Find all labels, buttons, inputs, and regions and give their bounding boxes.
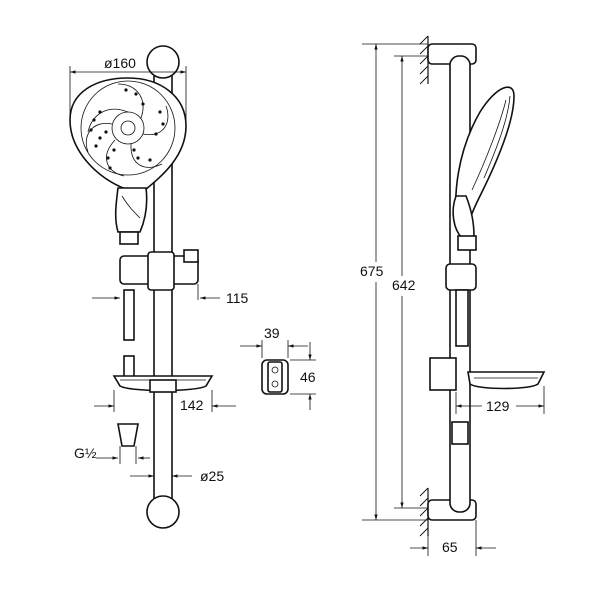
wall-hatch-bottom bbox=[419, 487, 429, 537]
dim-rail-diameter: ø25 bbox=[200, 468, 224, 484]
hose-upper bbox=[123, 289, 135, 341]
dim-bracket-height: 46 bbox=[300, 369, 316, 385]
dim-mount-distance: 642 bbox=[392, 277, 416, 293]
dim-slider-offset: 115 bbox=[226, 290, 249, 306]
soap-dish-side bbox=[467, 371, 546, 390]
hose-connector bbox=[117, 423, 139, 447]
rail-top-cap bbox=[146, 45, 180, 79]
rail-bottom-cap bbox=[146, 495, 180, 529]
shower-head bbox=[69, 77, 187, 245]
dim-head-diameter: ø160 bbox=[104, 55, 136, 71]
dim-total-height: 675 bbox=[360, 263, 384, 279]
shower-head-side bbox=[452, 86, 515, 251]
dim-soap-dish: 142 bbox=[180, 397, 204, 413]
nozzle-dots bbox=[89, 88, 165, 170]
dim-wall-offset: 65 bbox=[442, 539, 458, 555]
bracket-detail: 39 46 bbox=[240, 325, 316, 410]
side-view: 675 642 129 65 bbox=[360, 35, 546, 556]
spiral-pattern bbox=[86, 83, 169, 177]
soap-dish-mount bbox=[429, 357, 457, 391]
front-view: ø160 115 142 G½ ø25 bbox=[69, 45, 249, 529]
dim-soap-dish-depth: 129 bbox=[486, 398, 510, 414]
dim-bracket-width: 39 bbox=[264, 325, 280, 341]
wall-hatch-top bbox=[419, 35, 429, 85]
dim-thread: G½ bbox=[74, 445, 97, 461]
slider-side bbox=[445, 263, 477, 291]
